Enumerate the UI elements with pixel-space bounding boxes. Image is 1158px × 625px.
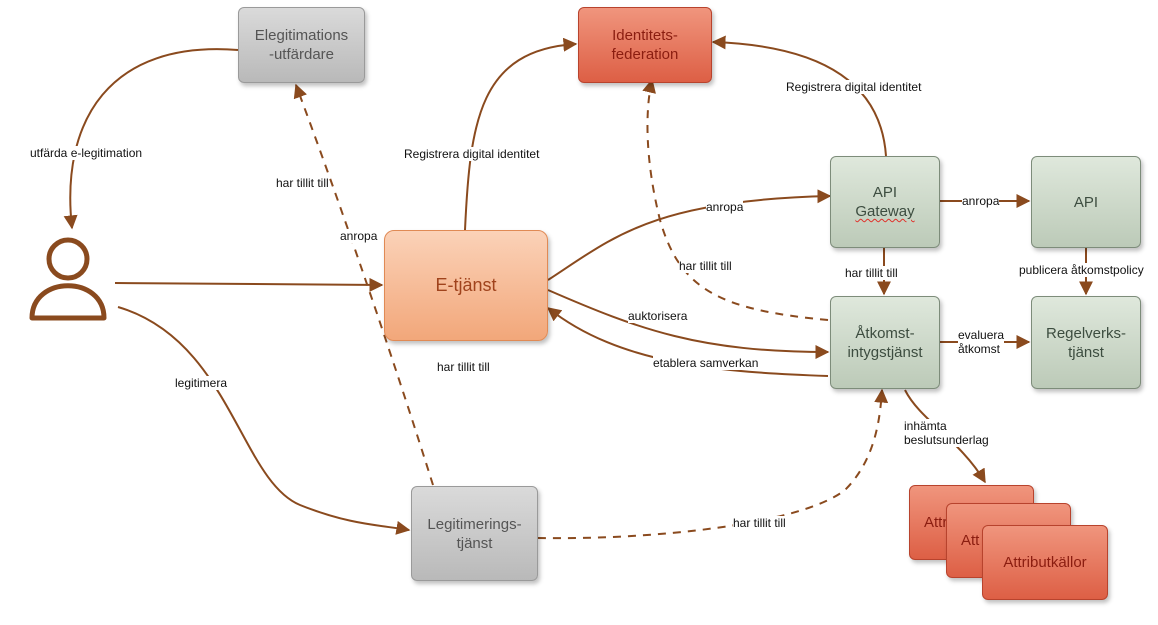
node-identitetsfederation[interactable]: Identitets- federation	[578, 7, 712, 83]
label-har-tillit-etj: har tillit till	[437, 360, 490, 374]
label-registrera-right: Registrera digital identitet	[786, 80, 922, 94]
edge-har-tillit-leg	[537, 388, 889, 540]
label-evaluera: evaluera åtkomst	[958, 328, 1005, 356]
node-elegitimations[interactable]: Elegitimations -utfärdare	[238, 7, 365, 83]
label-etablera: etablera samverkan	[653, 356, 759, 370]
edge-auktorisera	[547, 289, 830, 359]
edge-registrera-right	[711, 35, 887, 157]
edge-user-etjanst	[114, 277, 384, 292]
edge-registrera-left	[464, 37, 578, 231]
label-publicera: publicera åtkomstpolicy	[1019, 263, 1144, 277]
edge-legitimera	[117, 306, 411, 535]
label-har-tillit-gw: har tillit till	[845, 266, 898, 280]
label-har-tillit-fed: har tillit till	[679, 259, 732, 273]
label-anropa-left: anropa	[340, 229, 378, 243]
node-atkomst[interactable]: Åtkomst- intygstjänst	[830, 296, 940, 389]
api-gateway-line2: Gateway	[855, 203, 915, 220]
label-legitimera: legitimera	[175, 376, 228, 390]
label-registrera-left: Registrera digital identitet	[404, 147, 540, 161]
node-api-gateway[interactable]: API Gateway	[830, 156, 940, 248]
node-api[interactable]: API	[1031, 156, 1141, 248]
edge-utfarda	[63, 48, 239, 230]
label-anropa-api: anropa	[962, 194, 1000, 208]
node-etjanst[interactable]: E-tjänst	[384, 230, 548, 341]
api-gateway-line1: API	[872, 184, 898, 201]
node-attributkallor[interactable]: Attributkällor	[982, 525, 1108, 600]
label-inhamta: inhämta beslutsunderlag	[904, 419, 989, 447]
label-auktorisera: auktorisera	[628, 309, 688, 323]
edge-har-tillit-elegitim	[293, 83, 434, 486]
edge-har-tillit-fed	[642, 78, 829, 321]
label-har-tillit-leg: har tillit till	[733, 516, 786, 530]
label-utfarda: utfärda e-legitimation	[30, 146, 143, 160]
node-regelverk[interactable]: Regelverks- tjänst	[1031, 296, 1141, 389]
label-har-tillit-elegitim: har tillit till	[276, 176, 329, 190]
label-anropa-gw: anropa	[706, 200, 744, 214]
edge-anropa-gw	[547, 189, 832, 281]
node-legitimering[interactable]: Legitimerings- tjänst	[411, 486, 538, 581]
person-icon	[29, 237, 107, 321]
